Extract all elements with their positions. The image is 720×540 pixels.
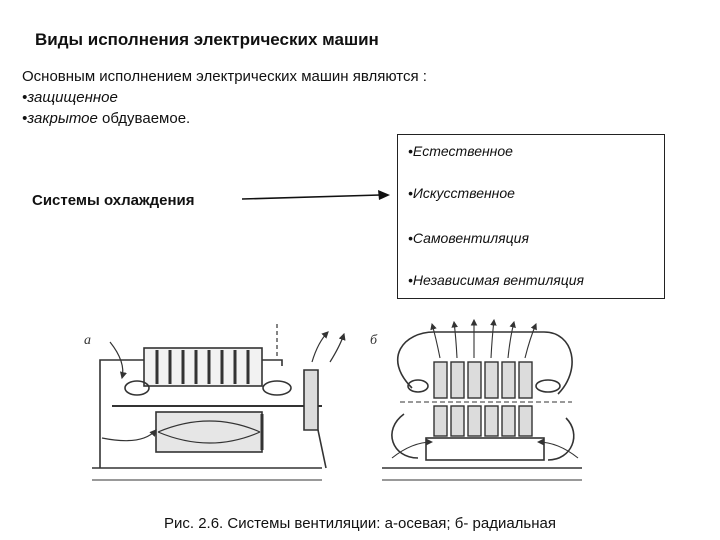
cooling-types-box: •Естественное •Искусственное •Самовентил…: [397, 134, 665, 299]
axial-ventilation-drawing: а: [84, 324, 346, 481]
intro-item-closed-italic: •закрытое: [22, 110, 98, 127]
ventilation-diagram: а б: [84, 318, 582, 481]
intro-lead: Основным исполнением электрических машин…: [22, 68, 427, 85]
cooling-item-artificial: •Искусственное: [408, 185, 515, 201]
intro-item-protected: •защищенное: [22, 89, 118, 106]
intro-block: Основным исполнением электрических машин…: [22, 66, 427, 129]
cooling-item-natural: •Естественное: [408, 143, 513, 159]
cooling-item-self-ventilation: •Самовентиляция: [408, 230, 529, 246]
slide-title: Виды исполнения электрических машин: [35, 30, 379, 49]
figure-caption: Рис. 2.6. Системы вентиляции: а-осевая; …: [163, 515, 556, 532]
figure-label-b: б: [370, 333, 378, 348]
cooling-item-independent-ventilation: •Независимая вентиляция: [408, 272, 584, 288]
arrow-right-icon: [242, 190, 390, 200]
intro-item-closed: •закрытое обдуваемое.: [22, 108, 427, 129]
figure-label-a: а: [84, 333, 91, 348]
cooling-systems-label: Системы охлаждения: [32, 192, 195, 209]
radial-ventilation-drawing: б: [370, 318, 582, 481]
intro-item-closed-rest: обдуваемое.: [97, 110, 191, 127]
